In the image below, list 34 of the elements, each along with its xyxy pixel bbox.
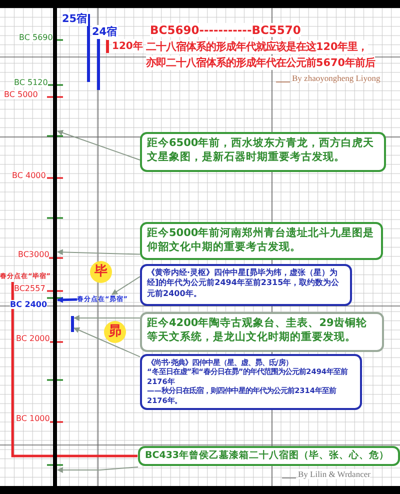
heading-text: 亦即二十八宿体系的形成年代在公元前5670年前后 bbox=[146, 56, 375, 70]
year-label: BC2557 bbox=[14, 284, 46, 293]
note-box: 距今6500年前，西水坡东方青龙，西方白虎天文星象图，是新石器时期重要考古发现。 bbox=[140, 132, 386, 172]
heading-text: BC5690-----------BC5570 bbox=[150, 23, 301, 37]
heading-text: 二十八宿体系的形成年代就应该是在这120年里， bbox=[146, 40, 368, 54]
star-badge: 毕 bbox=[90, 261, 112, 283]
arrow bbox=[73, 327, 140, 358]
year-label: BC3000 bbox=[18, 250, 50, 259]
arrow bbox=[56, 249, 140, 256]
year-label: BC 5120 bbox=[14, 78, 48, 87]
year-label: BC 2400 bbox=[10, 300, 48, 309]
year-label: BC 2000 bbox=[16, 334, 50, 343]
signature-text: By Lilin & Wrdancer bbox=[298, 469, 370, 479]
note-box: BC433年曾侯乙墓漆箱二十八宿图（毕、张、心、危） bbox=[138, 446, 400, 466]
bar-label: 25宿 bbox=[62, 12, 88, 26]
bar-label: 24宿 bbox=[92, 25, 118, 39]
year-label: BC 5000 bbox=[4, 90, 38, 99]
duration-bar bbox=[71, 316, 74, 332]
arrow bbox=[73, 315, 140, 321]
signature-text: By zhaoyongheng Liyong bbox=[292, 73, 380, 83]
bar-label: 120年 bbox=[112, 39, 143, 53]
arrow bbox=[56, 296, 78, 303]
note-box: 距今4200年陶寺古观象台、圭表、29齿铜轮等天文系统，是龙山文化时期的重要发现。 bbox=[140, 312, 384, 352]
note-box: 《黄帝内经·灵枢》四仲中星[昴毕为纬，虚张（星）为经]的年代为公元前2494年至前2315年，取约数为公元前2400年。 bbox=[140, 264, 352, 306]
arrow bbox=[56, 130, 140, 160]
star-badge: 昴 bbox=[104, 321, 126, 343]
year-label: BC 4000 bbox=[12, 171, 46, 180]
note-box: 距今5000年前河南郑州青台遗址北斗九星图是仰韶文化中期的重要考古发现。 bbox=[140, 222, 383, 260]
year-label: BC 5690 bbox=[19, 33, 53, 42]
year-label: BC 1000 bbox=[16, 414, 50, 423]
arrow bbox=[56, 466, 138, 473]
connector-line bbox=[11, 282, 138, 458]
arrow bbox=[112, 276, 140, 295]
timeline-axis bbox=[53, 8, 57, 486]
